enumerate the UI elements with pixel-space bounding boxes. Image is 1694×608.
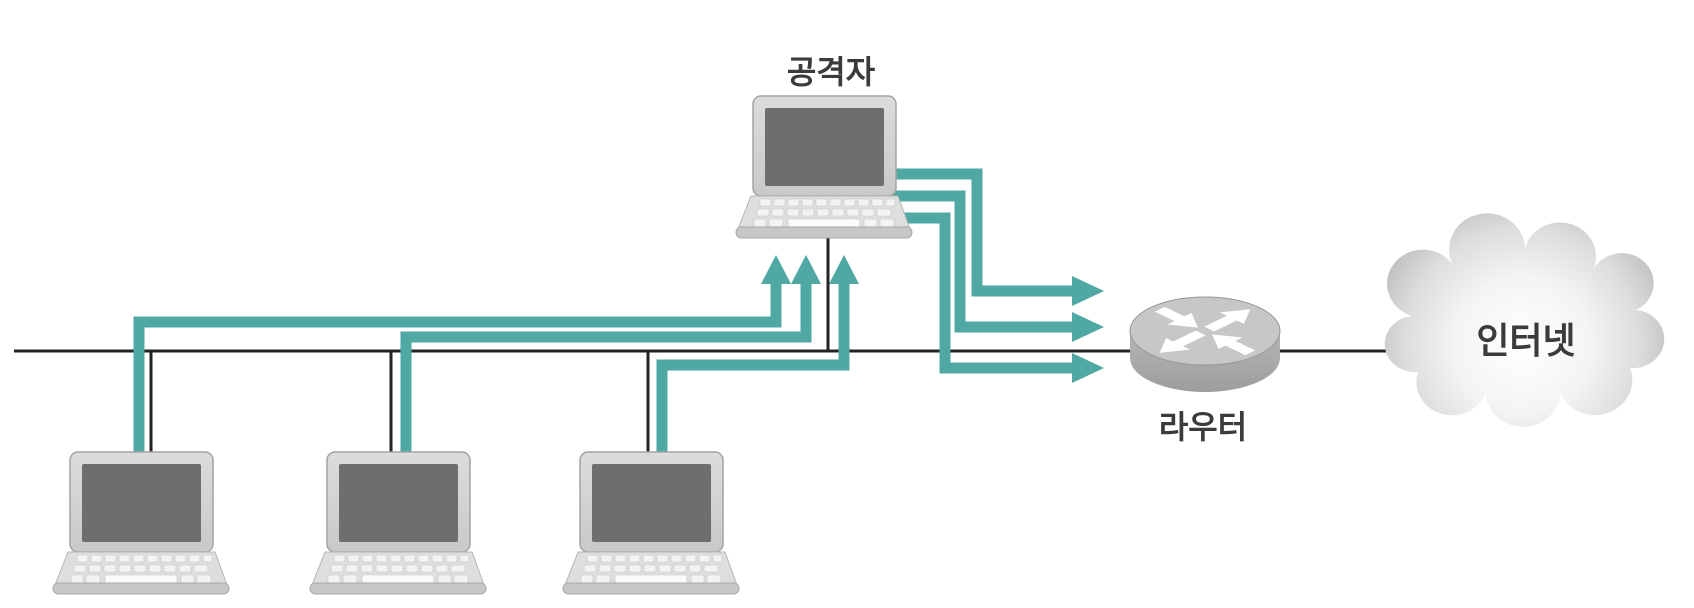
arrowhead-up-3: [829, 255, 859, 284]
flow-victim1-to-attacker: [133, 284, 782, 458]
internet-label: 인터넷: [1476, 320, 1575, 361]
arrowhead-right-3: [1072, 353, 1104, 383]
victim-laptop-3: [562, 451, 740, 595]
arrowhead-up-1: [761, 255, 791, 284]
router-label: 라우터: [1159, 409, 1247, 445]
attacker-laptop: [735, 95, 913, 239]
arrowhead-up-2: [791, 255, 821, 284]
internet-cloud: [1384, 213, 1665, 427]
flow-attacker-to-router-3: [891, 212, 1073, 374]
cloud-shape: [1384, 213, 1665, 427]
flow-victim3-to-attacker: [656, 284, 850, 458]
arrowhead-right-1: [1072, 276, 1104, 306]
flow-attacker-to-router-2: [878, 190, 1073, 333]
flow-attacker-to-router-1: [878, 168, 1073, 297]
flow-arrow-heads: [761, 255, 1104, 383]
router-icon: [1129, 296, 1281, 392]
router-crossed-arrows: [1154, 306, 1256, 356]
arrowhead-right-2: [1072, 312, 1104, 342]
flow-victim2-to-attacker: [400, 284, 812, 458]
flow-arrow-shafts: [133, 168, 1073, 458]
attacker-label: 공격자: [787, 54, 876, 90]
victim-laptop-2: [309, 451, 487, 595]
diagram-labels: 공격자 라우터 인터넷: [787, 54, 1576, 445]
victim-laptop-1: [52, 451, 230, 595]
